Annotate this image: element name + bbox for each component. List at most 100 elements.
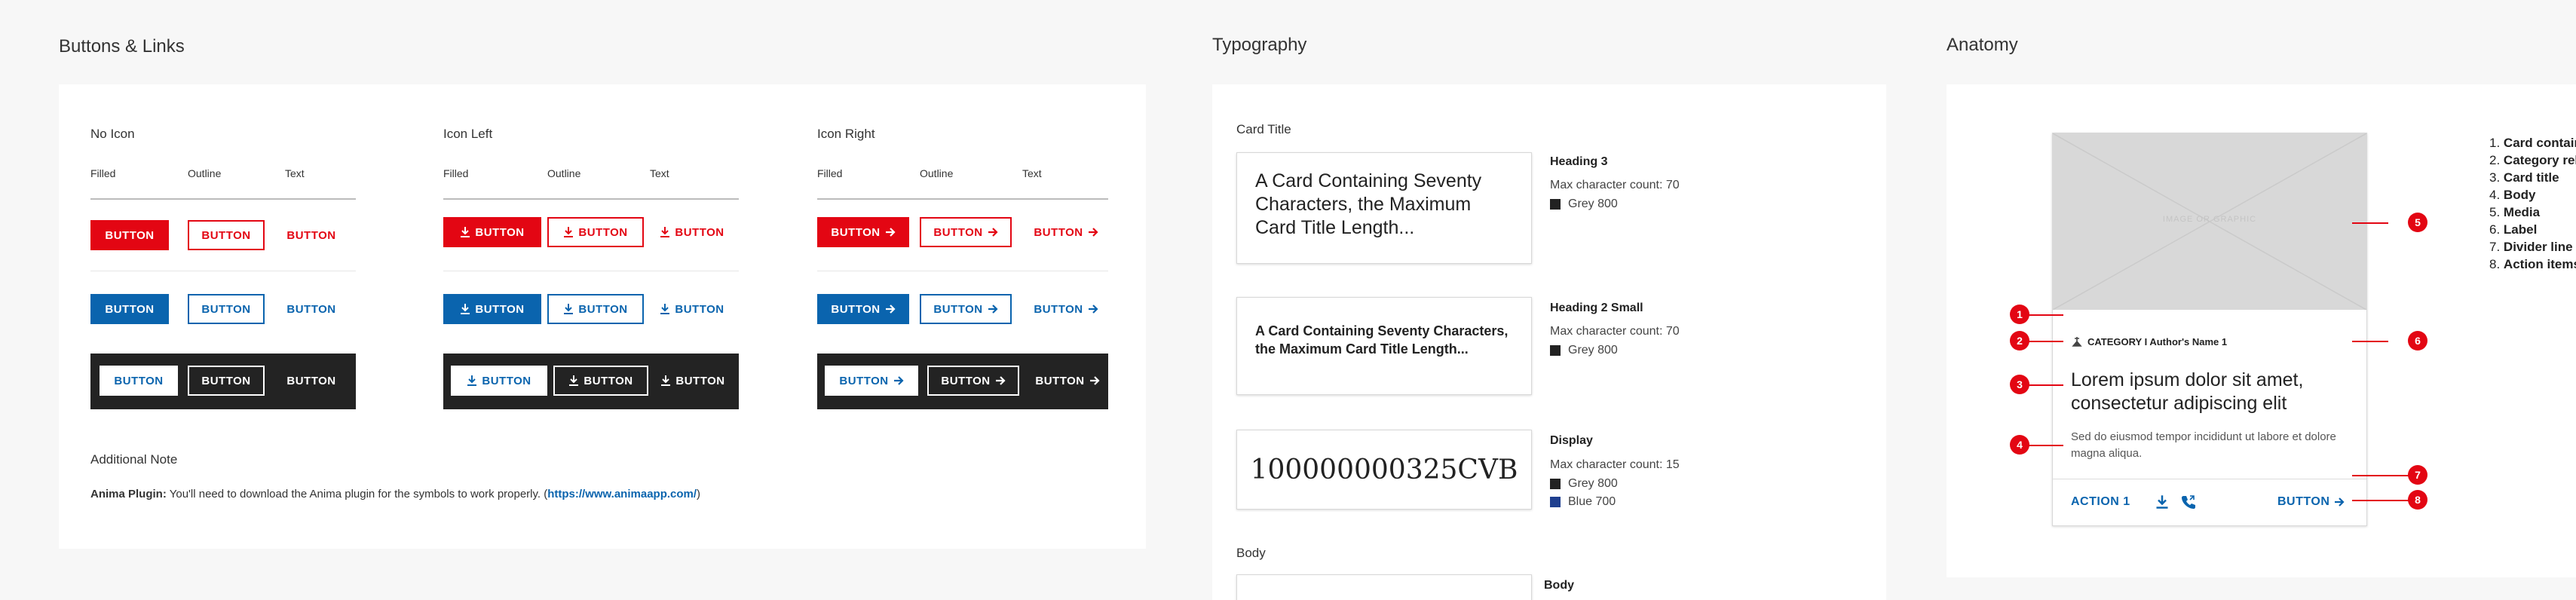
body-sample-card — [1236, 574, 1532, 600]
anima-link[interactable]: https://www.animaapp.com/ — [547, 488, 697, 501]
blue-text-icon-right-button[interactable]: BUTTON — [1024, 294, 1108, 324]
blue-text-button[interactable]: BUTTON — [286, 302, 336, 316]
section-title-buttons-links: Buttons & Links — [59, 36, 185, 57]
spec-color-grey800: Grey 800 — [1550, 197, 1618, 211]
marker-line — [2352, 500, 2412, 501]
legend-item: 6. Label — [2489, 222, 2538, 237]
spec-body: Body — [1544, 579, 1574, 592]
blue-filled-icon-left-button[interactable]: BUTTON — [443, 294, 541, 324]
blue-filled-button[interactable]: BUTTON — [90, 294, 169, 324]
red-outline-icon-left-button[interactable]: BUTTON — [547, 217, 644, 247]
button-label: BUTTON — [578, 225, 628, 239]
download-icon[interactable] — [2155, 494, 2169, 510]
white-outline-icon-right-button[interactable]: BUTTON — [927, 366, 1019, 396]
arrow-right-icon — [885, 228, 896, 237]
download-icon — [564, 227, 574, 237]
marker-2: 2 — [2010, 331, 2029, 351]
color-swatch — [1550, 344, 1561, 356]
arrow-right-icon — [885, 305, 896, 314]
red-text-icon-right-button[interactable]: BUTTON — [1024, 217, 1108, 247]
legend-item: 8. Action items — [2489, 257, 2576, 271]
spec-color-grey800: Grey 800 — [1550, 477, 1618, 491]
arrow-right-icon — [988, 228, 998, 237]
color-name: Grey 800 — [1568, 344, 1618, 357]
button-label: BUTTON — [831, 225, 881, 239]
note-bold-label: Anima Plugin: — [90, 488, 167, 501]
white-text-icon-left-button[interactable]: BUTTON — [651, 366, 734, 396]
marker-8: 8 — [2408, 490, 2427, 510]
button-label: BUTTON — [2277, 495, 2330, 508]
white-text-icon-right-button[interactable]: BUTTON — [1025, 366, 1110, 396]
column-head-filled: Filled — [443, 167, 469, 179]
heading2-small-sample-text: A Card Containing Seventy Characters, th… — [1255, 323, 1509, 357]
category-label: CATEGORY I Author's Name 1 — [2087, 335, 2228, 347]
card-media-placeholder: IMAGE OR GRAPHIC — [2053, 133, 2366, 310]
column-title-icon-right: Icon Right — [817, 127, 875, 141]
white-filled-icon-right-button[interactable]: BUTTON — [825, 366, 918, 396]
blue-outline-button[interactable]: BUTTON — [188, 294, 265, 324]
phone-icon[interactable] — [2181, 494, 2196, 510]
column-head-outline: Outline — [920, 167, 954, 179]
card-title-label: Card Title — [1236, 122, 1291, 136]
marker-line — [2026, 384, 2063, 386]
download-icon — [569, 375, 579, 386]
column-head-text: Text — [285, 167, 305, 179]
anatomy-legend: 1. Card contain 2. Category rel 3. Card … — [2489, 134, 2576, 273]
marker-line — [2352, 475, 2412, 476]
marker-6: 6 — [2408, 331, 2427, 351]
blue-text-icon-left-button[interactable]: BUTTON — [648, 294, 736, 324]
display-sample-text: 100000000325CVB — [1250, 454, 1518, 485]
white-filled-icon-left-button[interactable]: BUTTON — [451, 366, 547, 396]
white-outline-button[interactable]: BUTTON — [188, 366, 265, 396]
button-label: BUTTON — [933, 225, 983, 239]
divider — [443, 198, 739, 200]
red-text-button[interactable]: BUTTON — [286, 228, 336, 242]
color-swatch — [1550, 478, 1561, 489]
button-label: BUTTON — [933, 302, 983, 316]
white-filled-button[interactable]: BUTTON — [100, 366, 178, 396]
heading3-sample-text: A Card Containing Seventy Characters, th… — [1255, 170, 1482, 238]
marker-4: 4 — [2010, 435, 2029, 455]
category-row: CATEGORY I Author's Name 1 — [2071, 335, 2227, 347]
button-label: BUTTON — [941, 374, 991, 387]
red-filled-icon-left-button[interactable]: BUTTON — [443, 217, 541, 247]
red-outline-button[interactable]: BUTTON — [188, 220, 265, 250]
button-label: BUTTON — [831, 302, 881, 316]
marker-line — [2026, 341, 2063, 342]
blue-outline-icon-right-button[interactable]: BUTTON — [920, 294, 1012, 324]
image-placeholder-icon — [2053, 133, 2366, 310]
blue-filled-icon-right-button[interactable]: BUTTON — [817, 294, 909, 324]
spec-color-grey800: Grey 800 — [1550, 344, 1618, 357]
blue-outline-icon-left-button[interactable]: BUTTON — [547, 294, 644, 324]
spec-heading3: Heading 3 — [1550, 155, 1608, 168]
white-outline-icon-left-button[interactable]: BUTTON — [553, 366, 648, 396]
red-filled-icon-right-button[interactable]: BUTTON — [817, 217, 909, 247]
section-title-typography: Typography — [1212, 35, 1307, 55]
button-label: BUTTON — [675, 225, 724, 239]
download-icon — [661, 375, 671, 386]
button-label: BUTTON — [1034, 302, 1083, 316]
spec-max-count: Max character count: 15 — [1550, 458, 1680, 471]
column-head-outline: Outline — [547, 167, 581, 179]
action1-link[interactable]: ACTION 1 — [2071, 495, 2130, 508]
legend-item: 7. Divider line — [2489, 240, 2573, 254]
spec-max-count: Max character count: 70 — [1550, 179, 1680, 191]
heading2-small-sample-card: A Card Containing Seventy Characters, th… — [1236, 297, 1532, 395]
marker-7: 7 — [2408, 465, 2427, 485]
card-button[interactable]: BUTTON — [2277, 495, 2345, 509]
legend-item: 4. Body — [2489, 188, 2536, 202]
note-text: You'll need to download the Anima plugin… — [166, 488, 548, 501]
white-text-button[interactable]: BUTTON — [286, 374, 336, 387]
red-outline-icon-right-button[interactable]: BUTTON — [920, 217, 1012, 247]
arrow-right-icon — [1088, 305, 1098, 314]
red-text-icon-left-button[interactable]: BUTTON — [648, 217, 736, 247]
legend-item: 5. Media — [2489, 205, 2541, 219]
arrow-right-icon — [893, 376, 904, 385]
button-label: BUTTON — [1035, 374, 1085, 387]
marker-line — [2352, 341, 2388, 342]
column-title-icon-left: Icon Left — [443, 127, 493, 141]
legend-item: 3. Card title — [2489, 170, 2559, 185]
spec-display: Display — [1550, 434, 1593, 447]
red-filled-button[interactable]: BUTTON — [90, 220, 169, 250]
button-label: BUTTON — [482, 374, 531, 387]
